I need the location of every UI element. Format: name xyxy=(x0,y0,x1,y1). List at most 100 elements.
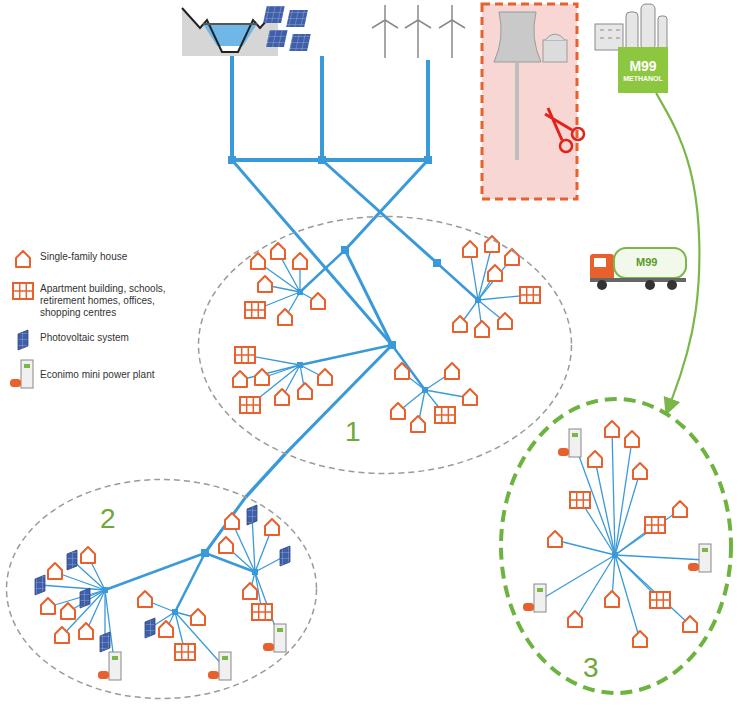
legend-entry: Apartment building, schools, retirement … xyxy=(10,278,198,319)
drawing-part xyxy=(235,347,255,363)
drawing-part xyxy=(98,671,109,679)
drawing-part xyxy=(650,592,670,608)
drawing-part xyxy=(235,347,255,363)
apartment-icon xyxy=(240,397,260,413)
grid-feeder xyxy=(175,553,205,612)
solar-panel xyxy=(263,6,285,23)
region-ellipse: 2 xyxy=(5,478,318,700)
house-icon xyxy=(258,276,272,292)
solar-panel xyxy=(286,10,308,27)
plant-tower xyxy=(641,4,655,50)
grid-branch xyxy=(615,555,690,625)
drawing-part xyxy=(274,624,286,652)
house-icon xyxy=(41,598,55,614)
reactor-building xyxy=(543,40,567,62)
grid-node xyxy=(252,569,258,575)
grid-node xyxy=(297,289,303,295)
methanol-label: M99METHANOL xyxy=(618,47,668,93)
apartment-icon xyxy=(245,302,265,318)
grid-node xyxy=(102,587,108,593)
pv-panel-icon xyxy=(145,618,155,638)
house-icon xyxy=(605,591,619,607)
mountain xyxy=(182,8,278,56)
house-icon xyxy=(605,421,619,437)
wind-turbines xyxy=(372,5,465,58)
drawing-part xyxy=(520,287,540,303)
grid-feeder xyxy=(392,345,425,390)
pv-panel-icon xyxy=(67,550,77,570)
drawing-part xyxy=(435,407,455,423)
drawing-part xyxy=(112,656,118,660)
house-icon xyxy=(391,403,405,419)
house-icon xyxy=(488,265,502,281)
drawing-part xyxy=(523,603,534,611)
solar-farm xyxy=(263,6,311,51)
apartment-icon xyxy=(570,492,590,508)
house-icon xyxy=(568,611,582,627)
house-icon xyxy=(251,253,265,269)
methanol-plant xyxy=(595,4,667,50)
region-number: 3 xyxy=(583,653,599,683)
house-icon xyxy=(81,547,95,563)
truck-wheel xyxy=(645,280,655,290)
grid-node xyxy=(318,156,326,164)
wind-turbine xyxy=(405,5,431,58)
region-number: 2 xyxy=(100,504,116,534)
drawing-part xyxy=(645,517,665,533)
house-icon xyxy=(411,416,425,432)
grid-trunk xyxy=(205,497,246,553)
apartment-icon xyxy=(252,604,272,620)
drawing-part xyxy=(222,656,228,660)
reactor-dome xyxy=(545,34,565,40)
drawing-part xyxy=(537,588,543,592)
house-icon xyxy=(298,383,312,399)
grid-node xyxy=(297,362,303,368)
scissors-handle xyxy=(572,128,584,140)
pv-panel-icon xyxy=(35,575,45,595)
house-icon xyxy=(191,609,205,625)
grid-trunk xyxy=(345,160,428,250)
drawing-part xyxy=(263,643,274,651)
transmission-bus xyxy=(230,56,430,160)
drawing-part xyxy=(13,283,33,299)
truck-window xyxy=(594,258,606,267)
pv-panel-icon xyxy=(80,588,90,608)
drawing-part xyxy=(13,283,33,299)
drawing-part xyxy=(10,379,21,387)
region-border xyxy=(7,480,317,699)
house-icon xyxy=(318,369,332,385)
buildings xyxy=(35,236,711,680)
grid-branch xyxy=(615,472,640,555)
grid-node xyxy=(433,259,441,267)
region-ellipse: 3 xyxy=(497,395,735,697)
apartment-icon xyxy=(650,592,670,608)
grid-node xyxy=(612,552,618,558)
bus-lines xyxy=(230,56,430,160)
apartment-icon xyxy=(520,287,540,303)
region-border xyxy=(501,399,731,693)
legend-symbol xyxy=(10,278,36,302)
drawing-part xyxy=(24,364,30,368)
truck-wheel xyxy=(667,280,677,290)
wind-turbine xyxy=(372,5,398,58)
house-icon xyxy=(683,616,697,632)
house-icon xyxy=(625,431,639,447)
drawing-part xyxy=(277,628,283,632)
house-icon xyxy=(233,371,247,387)
econimo-icon xyxy=(10,360,33,388)
node-text: M99 xyxy=(629,58,656,74)
house-icon xyxy=(588,451,602,467)
house-icon xyxy=(633,463,647,479)
house-icon xyxy=(275,389,289,405)
legend-text: Econimo mini power plant xyxy=(36,359,155,381)
house-icon xyxy=(278,309,292,325)
legend-entry: Econimo mini power plant xyxy=(10,359,198,389)
house-icon xyxy=(463,389,477,405)
connector xyxy=(246,454,286,497)
house-icon xyxy=(485,236,499,252)
econimo-icon xyxy=(523,584,546,612)
grid-trunk xyxy=(285,345,392,454)
drawing-part xyxy=(534,584,546,612)
econimo-icon xyxy=(688,544,711,572)
